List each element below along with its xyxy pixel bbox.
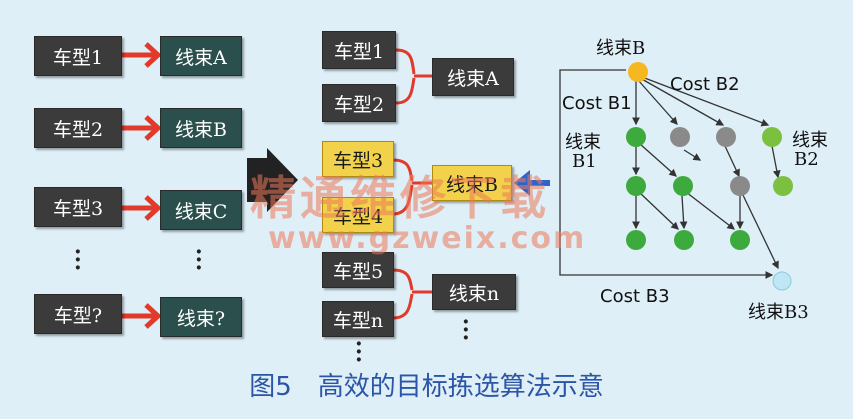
node-b2-label-2: B2 [794, 149, 819, 170]
node-b3-label: 线束B3 [748, 302, 809, 323]
tree-node [730, 176, 750, 196]
tree-node [730, 230, 750, 250]
figure-caption: 图5 高效的目标拣选算法示意 [249, 372, 604, 402]
tree-node [626, 230, 646, 250]
watermark-url: www.gzweix.com [268, 221, 587, 256]
tree-root-node [628, 62, 648, 82]
node-b1-label-2: B1 [572, 151, 597, 172]
mid-harness-b: 线束B [432, 165, 512, 201]
node-b1-label-1: 线束 [565, 132, 601, 153]
left-model-4: 车型? [34, 294, 122, 334]
left-harness-4: 线束? [160, 297, 242, 337]
mid-harness-a: 线束A [432, 58, 514, 96]
tree-node [773, 176, 793, 196]
mid-harness-n: 线束n [432, 274, 516, 310]
mid-ellipsis-harnesses: ··· [462, 309, 470, 351]
watermark-text: 精通维修下载 [250, 171, 550, 225]
tree-end-node [772, 271, 792, 291]
left-model-1: 车型1 [34, 36, 122, 76]
tree-node [670, 127, 690, 147]
cost-b2-label: Cost B2 [670, 74, 740, 95]
cost-b3-label: Cost B3 [600, 286, 670, 307]
tree-node [626, 176, 646, 196]
tree-node [673, 176, 693, 196]
left-ellipsis-models: ··· [74, 239, 82, 281]
tree-node [762, 127, 782, 147]
mid-model-5: 车型5 [322, 252, 394, 288]
mid-ellipsis-models: ··· [355, 331, 363, 373]
tree-edges [559, 69, 781, 279]
big-dark-arrow [247, 148, 298, 212]
mid-model-2: 车型2 [322, 84, 396, 122]
left-red-arrows [122, 42, 162, 329]
blue-arrow [514, 170, 550, 196]
tree-node [674, 230, 694, 250]
left-harness-2: 线束B [160, 108, 242, 148]
left-model-3: 车型3 [34, 187, 122, 227]
left-model-2: 车型2 [34, 108, 122, 148]
mid-model-n: 车型n [322, 301, 394, 337]
left-harness-3: 线束C [160, 190, 242, 230]
cost-b1-label: Cost B1 [562, 93, 632, 114]
tree-nodes [626, 62, 793, 291]
tree-node [626, 127, 646, 147]
mid-model-4: 车型4 [322, 197, 394, 233]
left-harness-1: 线束A [160, 36, 242, 76]
left-ellipsis-harnesses: ··· [195, 239, 203, 281]
tree-root-label: 线束B [596, 38, 646, 59]
middle-braces [392, 48, 432, 320]
node-b2-label-1: 线束 [792, 130, 828, 151]
mid-model-1: 车型1 [322, 31, 396, 69]
mid-model-3: 车型3 [322, 141, 394, 177]
tree-node [716, 127, 736, 147]
